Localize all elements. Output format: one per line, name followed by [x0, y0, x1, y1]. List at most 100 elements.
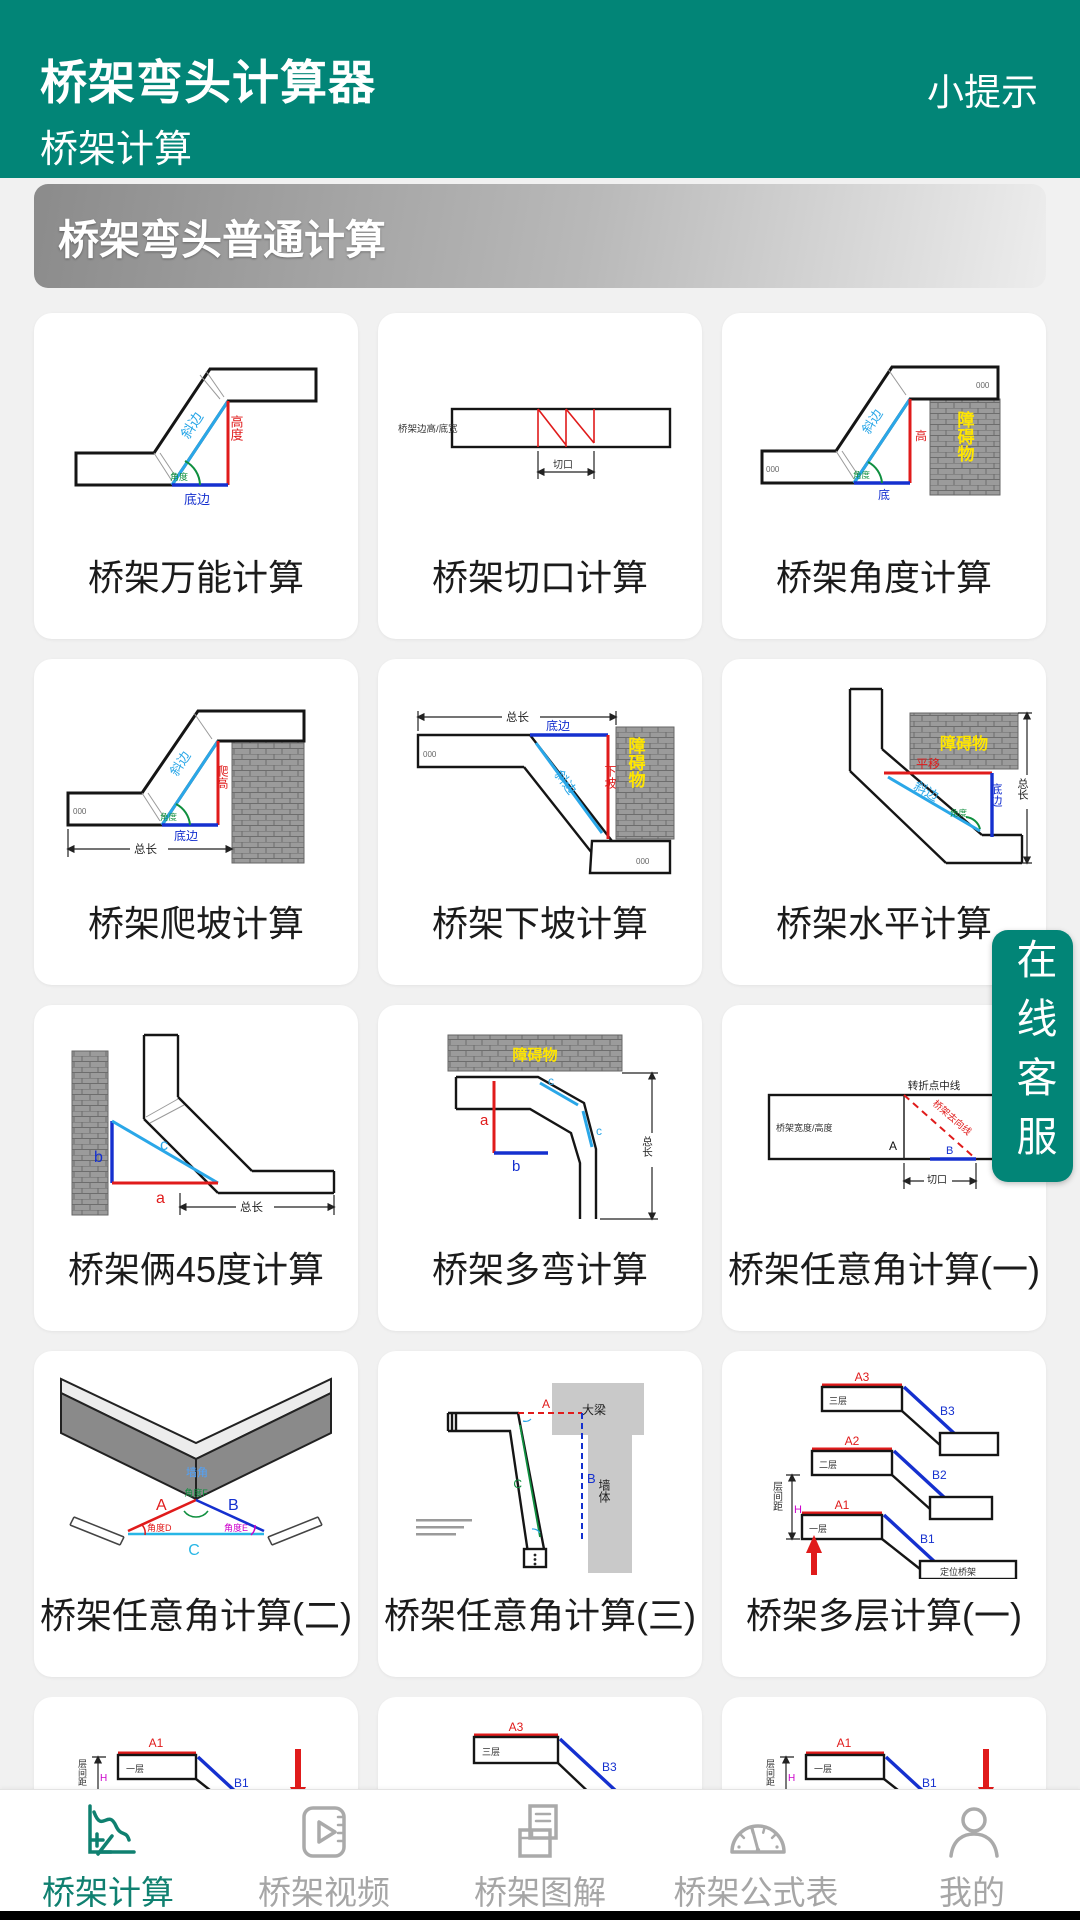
label-jdE: 角度E	[224, 1522, 248, 1533]
tab-qiaojia-gongshibiao[interactable]: 桥架公式表	[648, 1790, 864, 1920]
tab-label: 桥架公式表	[673, 1874, 839, 1911]
label-B: B	[587, 1471, 596, 1486]
tab-label: 桥架计算	[42, 1874, 174, 1911]
label-a: a	[156, 1190, 165, 1207]
label-ceng2: 二层	[819, 1460, 837, 1470]
card-papo[interactable]: 总长 斜边 爬高 底边 角度 000 桥架爬坡计算	[34, 659, 358, 985]
label-B3: B3	[602, 1760, 617, 1774]
header: 桥架弯头计算器 桥架计算 小提示	[0, 0, 1080, 178]
duoceng3-diagram: A3 三层 B3 A2	[390, 1719, 690, 1790]
home-indicator-bar	[0, 1911, 1080, 1920]
label-ceng1: 一层	[814, 1764, 832, 1774]
tab-qiaojia-shipin[interactable]: 桥架视频	[216, 1790, 432, 1920]
renyi2-diagram: 墙角 A B C 角度D 角度F 角度E	[46, 1369, 346, 1579]
label-H: H	[788, 1773, 795, 1784]
card-qiekou[interactable]: 切口 桥架边高/底宽 桥架切口计算	[378, 313, 702, 639]
gauge-icon	[730, 1824, 786, 1854]
label-A3: A3	[855, 1370, 870, 1384]
card-label: 桥架多弯计算	[431, 1249, 648, 1290]
card-xiapo[interactable]: 总长 底边 下坡 斜边 障碍物 000 000 桥架下坡计算	[378, 659, 702, 985]
tab-bar: 桥架计算 桥架视频 桥架图解	[0, 1789, 1080, 1920]
label-B: B	[228, 1497, 239, 1514]
label-pingyi: 平移	[916, 757, 940, 771]
card-jiaodu[interactable]: 斜边 高 底 角度 障碍物 000 000 桥架角度计算	[722, 313, 1046, 639]
card-label: 桥架任意角计算(一)	[728, 1249, 1040, 1290]
card-duoceng-2-partial[interactable]: 层间距 H 一层 A1 B1 A2	[34, 1697, 358, 1790]
tab-qiaojia-tujie[interactable]: 桥架图解	[432, 1790, 648, 1920]
label-jiaodu: 角度	[160, 812, 178, 822]
duoceng1-diagram: A3 三层 B3 A2 二层 B2 A1	[734, 1369, 1034, 1579]
label-B3: B3	[940, 1404, 955, 1418]
label-dibian: 底边	[174, 828, 198, 843]
video-icon	[302, 1806, 346, 1858]
label-b: b	[512, 1158, 520, 1175]
label-dibian: 底边	[989, 782, 1003, 808]
online-service-label: 在线客服	[1010, 938, 1056, 1174]
label-dim: 000	[73, 807, 87, 816]
label-B1: B1	[234, 1776, 249, 1790]
label-B1: B1	[920, 1532, 935, 1546]
shuiping-diagram: 障碍物 平移 底边 斜边 角度 总长	[734, 677, 1034, 887]
xiapo-diagram: 总长 底边 下坡 斜边 障碍物 000 000	[390, 677, 690, 887]
card-duoceng-3-partial[interactable]: A3 三层 B3 A2	[378, 1697, 702, 1790]
label-zongchang: 总长	[641, 1135, 653, 1157]
card-renyi-3[interactable]: 大梁 墙体 A B C 桥架任意角	[378, 1351, 702, 1677]
card-duoceng-4-partial[interactable]: 层间距 H 一层 A1 B1 A2	[722, 1697, 1046, 1790]
label-zongchang: 总长	[1016, 777, 1029, 800]
calc-chart-icon	[88, 1804, 136, 1856]
card-lia45[interactable]: b c a 总长 桥架俩45度计算	[34, 1005, 358, 1331]
diagram-doc-icon	[518, 1804, 558, 1858]
label-H: H	[794, 1504, 802, 1516]
tab-label: 我的	[939, 1874, 1005, 1911]
label-zhuanzhe: 转折点中线	[908, 1079, 961, 1092]
label-daliang: 大梁	[582, 1402, 606, 1417]
section-banner: 桥架弯头普通计算	[34, 184, 1046, 288]
label-qiekou: 切口	[553, 459, 573, 471]
label-B2: B2	[932, 1468, 947, 1482]
renyi3-diagram: 大梁 墙体 A B C	[390, 1369, 690, 1579]
card-label: 桥架任意角计算(三)	[384, 1595, 696, 1636]
card-grid-partial: 层间距 H 一层 A1 B1 A2 A3	[0, 1697, 1080, 1790]
label-zongchang: 总长	[506, 710, 529, 724]
label-H: H	[100, 1773, 107, 1784]
tab-wode[interactable]: 我的	[864, 1790, 1080, 1920]
card-shuiping[interactable]: 障碍物 平移 底边 斜边 角度 总长 桥架水平计算	[722, 659, 1046, 985]
label-cengjianju: 层间距	[771, 1481, 783, 1511]
label-C: C	[188, 1542, 200, 1559]
label-xiapo: 下坡	[603, 765, 617, 789]
card-renyi-2[interactable]: 墙角 A B C 角度D 角度F 角度E 桥架任意角计算(二	[34, 1351, 358, 1677]
label-dim: 000	[636, 857, 650, 866]
card-duowan[interactable]: 障碍物 a b c c 总长 桥架多弯计算	[378, 1005, 702, 1331]
label-qiangti: 墙体	[597, 1479, 611, 1504]
section-title: 桥架弯头普通计算	[58, 217, 386, 263]
label-jiaodu: 角度	[170, 471, 188, 482]
lia45-diagram: b c a 总长	[46, 1023, 346, 1233]
label-zhangaiwu: 障碍物	[955, 410, 975, 462]
papo-diagram: 总长 斜边 爬高 底边 角度 000	[46, 677, 346, 887]
card-label: 桥架多层计算(一)	[746, 1595, 1022, 1636]
card-wanneng[interactable]: 斜边 高度 底边 角度 桥架万能计算	[34, 313, 358, 639]
app-title: 桥架弯头计算器	[40, 56, 376, 109]
label-A: A	[156, 1497, 167, 1514]
tab-qiaojia-jisuan[interactable]: 桥架计算	[0, 1790, 216, 1920]
label-ceng1: 一层	[809, 1524, 827, 1534]
online-service-button[interactable]: 在线客服	[992, 930, 1073, 1182]
tips-button[interactable]: 小提示	[927, 72, 1038, 113]
label-pagao: 爬高	[215, 765, 229, 790]
label-di: 底	[878, 487, 890, 502]
label-dibian: 底边	[184, 492, 210, 507]
label-dim: 000	[423, 750, 437, 759]
label-jiaodu: 角度	[950, 808, 968, 818]
wanneng-diagram: 斜边 高度 底边 角度	[46, 331, 346, 541]
label-A: A	[889, 1139, 897, 1153]
card-duoceng-1[interactable]: A3 三层 B3 A2 二层 B2 A1	[722, 1351, 1046, 1677]
label-dibian: 底边	[546, 718, 570, 733]
card-label: 桥架水平计算	[775, 903, 992, 944]
label-zongchang: 总长	[134, 842, 157, 856]
card-label: 桥架切口计算	[431, 557, 648, 598]
label-qiekou: 切口	[927, 1174, 947, 1186]
person-icon	[949, 1807, 999, 1858]
duowan-diagram: 障碍物 a b c c 总长	[390, 1023, 690, 1233]
label-A1: A1	[837, 1736, 852, 1750]
label-zhangaiwu: 障碍物	[940, 734, 988, 753]
